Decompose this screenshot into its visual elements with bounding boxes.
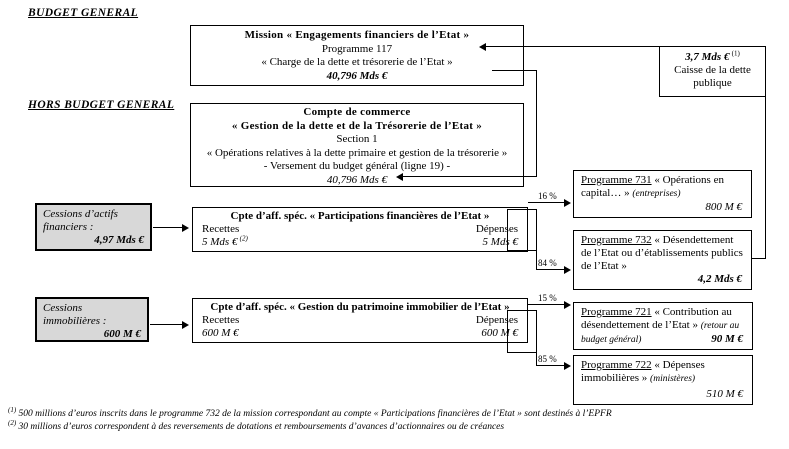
arrowhead-left-icon <box>396 173 403 181</box>
programme-721-paren: (retour au budget général) <box>581 321 740 345</box>
connector-immo-patrimoine <box>150 324 183 325</box>
cessions-actifs-amount: 4,97 Mds € <box>94 234 144 246</box>
participations-footnote-ref: (2) <box>239 234 248 243</box>
connector-into-commerce <box>403 176 537 177</box>
commerce-amount: 40,796 Mds € <box>326 173 388 186</box>
caisse-footnote-ref: (1) <box>731 49 740 58</box>
connector-actifs-participations <box>153 227 183 228</box>
connector-mission-out <box>492 70 537 71</box>
programme-722-amount: 510 M € <box>706 388 743 400</box>
commerce-subtitle: « Gestion de la dette et de la Trésoreri… <box>231 119 483 132</box>
programme-731-text: « Opérations en capital… » <box>581 174 724 199</box>
mission-programme: Programme 117 <box>321 42 393 55</box>
commerce-section: Section 1 <box>336 133 378 145</box>
programme-722-text: « Dépenses immobilières » <box>581 359 705 384</box>
connector-mission-commerce-vertical <box>536 70 537 177</box>
participations-recettes-label: Recettes <box>202 223 240 235</box>
connector-84pct <box>536 269 565 270</box>
programme-731-paren: (entreprises) <box>632 189 681 199</box>
participations-title: Cpte d’aff. spéc. « Participations finan… <box>230 210 490 222</box>
footnote-2: (2) 30 millions d’euros correspondent à … <box>8 418 505 434</box>
cessions-immobilieres-box: Cessions immobilières : 600 M € <box>35 297 149 342</box>
caisse-name: Caisse de la dette publique <box>674 64 751 89</box>
connector-15pct <box>528 304 565 305</box>
caisse-box: 3,7 Mds € (1) Caisse de la dette publiqu… <box>659 46 766 97</box>
commerce-versement: - Versement du budget général (ligne 19)… <box>263 160 451 172</box>
participations-split-bracket <box>507 209 537 251</box>
programme-722-box: Programme 722 « Dépenses immobilières » … <box>573 355 753 405</box>
programme-722-paren: (ministères) <box>650 374 696 384</box>
programme-731-amount: 800 M € <box>705 201 742 213</box>
patrimoine-depenses-amount: 600 M € <box>481 327 518 339</box>
arrowhead-left-icon <box>479 43 486 51</box>
commerce-box: Compte de commerce « Gestion de la dette… <box>190 103 524 187</box>
connector-85pct <box>536 365 565 366</box>
arrowhead-right-icon <box>564 199 571 207</box>
commerce-operations: « Opérations relatives à la dette primai… <box>206 146 508 159</box>
connector-caisse-to-mission <box>486 46 660 47</box>
connector-84pct-vertical <box>536 250 537 270</box>
programme-721-text: « Contribution au désendettement de l’Et… <box>581 306 732 331</box>
programme-732-box: Programme 732 « Désendettement de l’Etat… <box>573 230 752 290</box>
footnote-2-text: 30 millions d’euros correspondent à des … <box>16 422 505 432</box>
mission-amount: 40,796 Mds € <box>326 69 388 82</box>
commerce-title: Compte de commerce <box>303 106 411 118</box>
arrowhead-right-icon <box>182 321 189 329</box>
arrowhead-right-icon <box>564 362 571 370</box>
programme-731-code: Programme 731 <box>581 174 652 186</box>
cessions-actifs-box: Cessions d’actifs financiers : 4,97 Mds … <box>35 203 152 251</box>
connector-85pct-vertical <box>536 352 537 366</box>
programme-721-amount: 90 M € <box>711 333 743 345</box>
participations-box: Cpte d’aff. spéc. « Participations finan… <box>192 207 528 252</box>
programme-721-box: Programme 721 « Contribution au désendet… <box>573 302 753 350</box>
flow-label-15: 15 % <box>538 293 557 303</box>
flow-label-85: 85 % <box>538 354 557 364</box>
cessions-actifs-label: Cessions d’actifs financiers : <box>43 208 118 233</box>
patrimoine-recettes-label: Recettes <box>202 314 240 326</box>
patrimoine-recettes-amount: 600 M € <box>202 327 239 339</box>
programme-722-code: Programme 722 <box>581 359 652 371</box>
arrowhead-right-icon <box>564 266 571 274</box>
programme-731-box: Programme 731 « Opérations en capital… »… <box>573 170 752 218</box>
connector-caisse-732-vertical <box>765 97 766 258</box>
footnote-1: (1) 500 millions d’euros inscrits dans l… <box>8 405 612 421</box>
programme-732-text: « Désendettement de l’Etat ou d’établiss… <box>581 234 743 272</box>
footnote-2-ref: (2) <box>8 418 17 427</box>
arrowhead-right-icon <box>182 224 189 232</box>
programme-721-code: Programme 721 <box>581 306 652 318</box>
cessions-immo-amount: 600 M € <box>103 328 141 340</box>
patrimoine-split-bracket <box>507 310 537 353</box>
patrimoine-box: Cpte d’aff. spéc. « Gestion du patrimoin… <box>192 298 528 343</box>
footnote-1-ref: (1) <box>8 405 17 414</box>
participations-recettes-amount: 5 Mds € (2) <box>202 234 248 248</box>
programme-732-code: Programme 732 <box>581 234 652 246</box>
programme-732-amount: 4,2 Mds € <box>697 273 742 285</box>
arrowhead-right-icon <box>564 301 571 309</box>
mission-box: Mission « Engagements financiers de l’Et… <box>190 25 524 86</box>
caisse-amount: 3,7 Mds € (1) <box>685 49 740 63</box>
connector-16pct <box>528 202 565 203</box>
budget-general-heading: BUDGET GENERAL <box>28 7 139 19</box>
participations-depenses-amount: 5 Mds € <box>482 236 518 248</box>
mission-subtitle: « Charge de la dette et trésorerie de l’… <box>261 56 453 68</box>
cessions-immo-label: Cessions immobilières : <box>43 302 107 327</box>
hors-budget-general-heading: HORS BUDGET GENERAL <box>28 99 175 111</box>
connector-caisse-732-horizontal <box>752 258 766 259</box>
mission-title: Mission « Engagements financiers de l’Et… <box>244 29 470 41</box>
patrimoine-title: Cpte d’aff. spéc. « Gestion du patrimoin… <box>210 301 510 313</box>
flow-label-16: 16 % <box>538 191 557 201</box>
footnote-1-text: 500 millions d’euros inscrits dans le pr… <box>16 409 612 419</box>
flow-label-84: 84 % <box>538 258 557 268</box>
